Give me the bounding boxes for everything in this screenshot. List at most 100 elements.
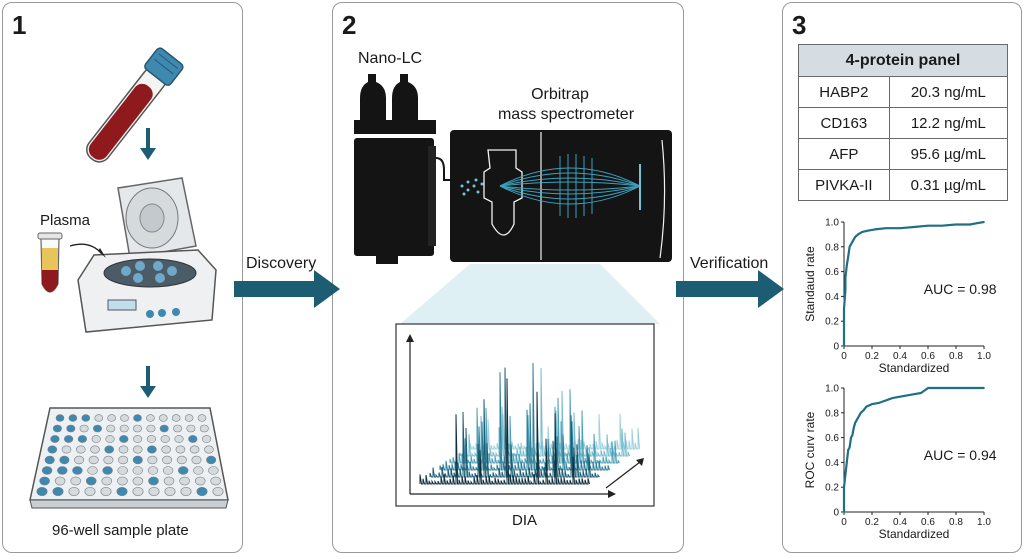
dia-trace [419, 378, 590, 485]
roc-point [857, 233, 859, 236]
dia-label: DIA [512, 512, 538, 529]
well [133, 414, 142, 422]
y-tick-label: 0.8 [825, 408, 839, 419]
roc-point [852, 426, 855, 429]
well [90, 445, 100, 454]
well [163, 476, 175, 486]
well [148, 486, 160, 496]
well [191, 455, 202, 465]
y-axis-label: Standaud rate [803, 246, 817, 322]
roc-point [871, 403, 873, 405]
roc-point [866, 229, 869, 232]
orbitrap-label: Orbitrap [531, 86, 589, 103]
y-axis-label: ROC curv rate [803, 411, 817, 488]
roc-point [955, 223, 957, 226]
x-tick-label: 1.0 [977, 517, 991, 528]
well [159, 424, 169, 433]
well [212, 486, 224, 496]
plate-label: 96-well sample plate [52, 522, 189, 539]
y-tick-label: 0.4 [825, 292, 839, 303]
roc-point [885, 399, 887, 402]
well [197, 414, 207, 422]
verification-label: Verification [690, 255, 769, 272]
protein-value: 0.31 µg/mL [888, 169, 1009, 201]
roc-point [920, 392, 922, 394]
x-tick-label: 0 [841, 517, 847, 528]
y-tick-label: 0.6 [825, 433, 839, 444]
protein-name: CD163 [798, 107, 890, 139]
table-title: 4-protein panel [798, 44, 1008, 77]
roc-point [892, 397, 894, 399]
well [100, 486, 112, 496]
roc-point [859, 411, 862, 414]
y-tick-label: 0.6 [825, 267, 839, 278]
plasma-label: Plasma [40, 212, 91, 229]
protein-name: HABP2 [798, 76, 890, 108]
mass-spectrometer-label: mass spectrometer [497, 106, 635, 123]
well [94, 414, 103, 422]
well [133, 424, 143, 433]
well [63, 435, 74, 443]
well [133, 435, 143, 443]
well [174, 435, 184, 443]
well [93, 424, 103, 433]
auc-annotation: AUC = 0.98 [924, 281, 997, 297]
x-axis-label: Standardized [879, 527, 950, 541]
well [52, 424, 62, 433]
y-tick-label: 1.0 [825, 384, 839, 395]
dia-axes [406, 334, 644, 498]
roc-point [941, 224, 943, 227]
plasma-tube-icon [37, 232, 63, 293]
dia-spectrum-traces [419, 362, 640, 485]
well [178, 466, 189, 475]
well [132, 476, 144, 486]
well [171, 414, 181, 422]
well [44, 455, 55, 465]
well [106, 424, 116, 433]
well [194, 476, 206, 486]
roc-point [969, 223, 971, 226]
well [102, 466, 113, 475]
well [103, 455, 114, 465]
protein-value: 12.2 ng/mL [888, 107, 1009, 139]
roc-point [857, 416, 859, 419]
roc-point [899, 395, 901, 398]
protein-name: PIVKA-II [798, 169, 890, 201]
table-row: HABP2 20.3 ng/mL [798, 76, 1009, 108]
well-plate-icon [29, 407, 229, 509]
well [204, 445, 214, 454]
roc-point [899, 227, 901, 230]
well [84, 486, 96, 496]
well [52, 486, 64, 496]
roc-point [843, 345, 845, 347]
well [132, 466, 144, 475]
roc-point [878, 402, 880, 404]
well [186, 424, 196, 433]
well [162, 466, 174, 475]
x-tick-label: 0.6 [921, 351, 935, 362]
table-row: CD163 12.2 ng/mL [798, 107, 1009, 139]
well [117, 476, 128, 486]
well [50, 435, 60, 443]
well [119, 424, 129, 433]
well [61, 445, 72, 454]
well [164, 486, 176, 496]
well [193, 466, 204, 475]
roc-point [851, 240, 854, 243]
well [210, 476, 221, 486]
x-tick-label: 0.8 [949, 351, 963, 362]
x-tick-label: 1.0 [977, 351, 991, 362]
roc-point [847, 449, 850, 451]
roc-point [844, 276, 847, 279]
roc-point [983, 221, 985, 223]
roc-point [854, 236, 857, 238]
roc-point [885, 227, 887, 230]
roc-point [861, 231, 864, 233]
well [77, 435, 87, 443]
well [159, 414, 168, 422]
well [72, 466, 83, 475]
well [116, 486, 128, 496]
discovery-arrow-icon [234, 270, 340, 308]
step1-number: 1 [12, 10, 27, 40]
